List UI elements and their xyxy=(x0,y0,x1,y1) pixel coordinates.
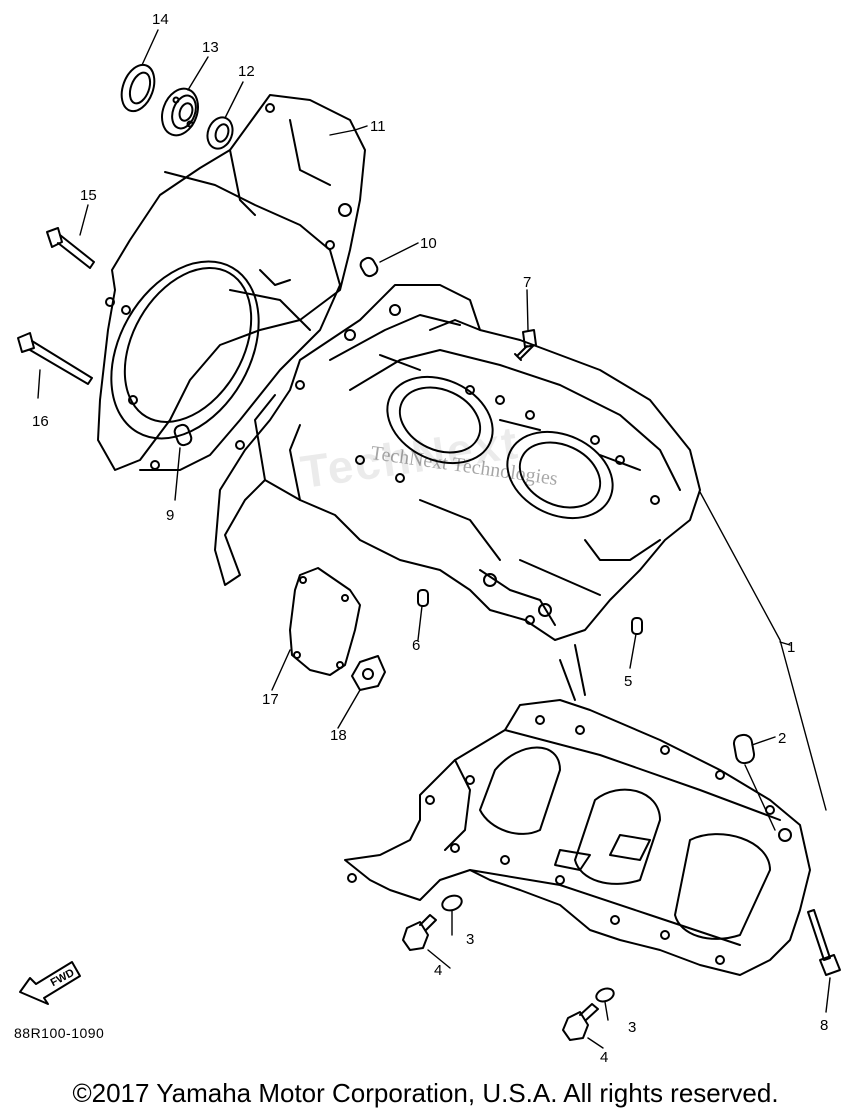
part-label-14: 14 xyxy=(152,11,169,28)
part-label-16: 16 xyxy=(32,413,49,430)
cover-plate-part-17 xyxy=(289,567,361,676)
part-label-7: 7 xyxy=(523,274,532,291)
nut-part-18 xyxy=(351,655,386,691)
part-label-3a: 3 xyxy=(466,931,475,948)
forward-direction-arrow-icon xyxy=(19,961,81,1005)
part-label-4b: 4 xyxy=(600,1049,609,1066)
bolt-part-16 xyxy=(17,332,93,385)
dowel-pin-part-6 xyxy=(417,589,429,607)
part-label-5: 5 xyxy=(624,673,633,690)
part-label-1: 1 xyxy=(787,639,796,656)
exploded-parts-diagram xyxy=(17,29,841,1049)
dowel-pin-part-10 xyxy=(359,256,379,278)
dowel-pin-part-9 xyxy=(173,423,193,447)
oil-seal-part-14 xyxy=(120,63,156,113)
drawing-code: 88R100-1090 xyxy=(14,1025,105,1041)
part-label-3b: 3 xyxy=(628,1019,637,1036)
bolt-part-8 xyxy=(807,909,841,976)
part-label-9: 9 xyxy=(166,507,175,524)
part-label-13: 13 xyxy=(202,39,219,56)
bolt-part-15 xyxy=(46,227,95,269)
washer-part-3b xyxy=(595,987,615,1003)
copyright-notice: ©2017 Yamaha Motor Corporation, U.S.A. A… xyxy=(72,1078,779,1108)
part-label-12: 12 xyxy=(238,63,255,80)
dowel-pin-part-2 xyxy=(732,733,756,765)
crankcase-cover-part-11 xyxy=(97,94,366,471)
washer-part-3a xyxy=(441,894,463,912)
bolt-part-4a xyxy=(402,914,437,951)
part-label-4a: 4 xyxy=(434,962,443,979)
part-label-17: 17 xyxy=(262,691,279,708)
dowel-pin-part-5 xyxy=(631,617,643,635)
part-label-11: 11 xyxy=(370,118,386,135)
upper-crankcase-part-1 xyxy=(214,284,701,641)
lower-crankcase-part-1 xyxy=(344,644,811,976)
part-label-15: 15 xyxy=(80,187,97,204)
bearing-part-13 xyxy=(161,87,199,137)
part-label-10: 10 xyxy=(420,235,437,252)
part-label-6: 6 xyxy=(412,637,421,654)
leader-lines xyxy=(37,29,831,1049)
part-label-18: 18 xyxy=(330,727,347,744)
part-label-8: 8 xyxy=(820,1017,829,1034)
part-label-2: 2 xyxy=(778,730,787,747)
bolt-part-4b xyxy=(562,1003,599,1041)
